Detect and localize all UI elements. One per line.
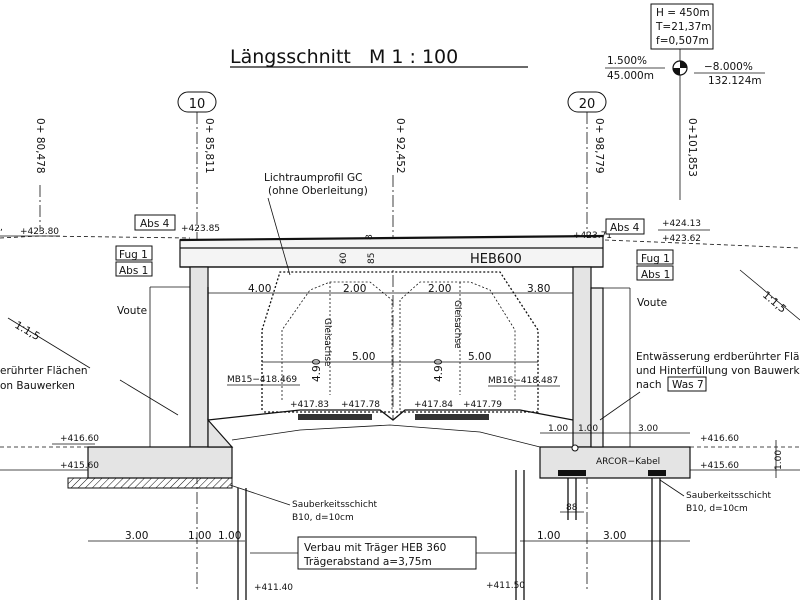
terrain-left [0,235,191,239]
label-voute-right: Voute [637,297,667,309]
track-bed [207,409,574,448]
clearance-profile [261,271,539,413]
label-mb16: MB16−418.487 [488,376,558,386]
level-423-62: +423.62 [662,234,701,244]
level-415-60-right: +415.60 [700,461,739,471]
dim-5-00-right: 5.00 [468,351,491,363]
station-left: 0+ 80,478 [34,118,46,174]
label-was7: Was 7 [672,379,704,391]
label-arcor: ARCOR−Kabel [596,457,660,467]
vertical-curve-box: H = 450m T=21,37m f=0,507m 1.500% 45.000… [605,3,765,200]
level-411-40: +411.40 [254,583,293,593]
gradient-left-pct: 1.500% [607,55,647,67]
axis-marker-10: 10 [177,91,217,590]
note-left-line1: erührter Flächen [0,365,88,377]
note-right-line1: Entwässerung erdberührter Flä [636,351,799,363]
label-slope-right: 1:1,5 [760,289,788,315]
level-416-60-right: +416.60 [700,434,739,444]
label-mb15: MB15−418.469 [227,375,297,385]
label-fug1-right: Fug 1 [641,253,670,265]
note-right-line3: nach [636,379,662,391]
svg-text:,: , [0,223,3,233]
dim-4-00: 4.00 [248,283,271,295]
dim-3-00-rt-top: 3.00 [638,424,658,434]
station-middle: 0+ 92,452 [394,118,406,174]
dim-5-00-left: 5.00 [352,351,375,363]
axis-marker-20: 20 [567,91,607,590]
label-gleisachse-left: Gleisachse [322,318,332,367]
dim-2-00-right: 2.00 [428,283,451,295]
label-abs1-left: Abs 1 [119,265,148,277]
dim-3-00-left: 3.00 [125,530,148,542]
label-abs4-right: Abs 4 [610,222,640,234]
label-verbau-line2: Trägerabstand a=3,75m [303,556,432,568]
label-slope-left: 1:1,5 [13,319,42,343]
curve-radius: H = 450m [656,7,710,19]
gradient-right-pct: −8.000% [704,61,753,73]
level-415-60-left: +415.60 [60,461,99,471]
dim-1-00-rt-b: 1.00 [578,424,598,434]
dim-2-00-left: 2.00 [343,283,366,295]
bridge-deck: HEB600 [179,234,604,268]
dim-3-80: 3.80 [527,283,550,295]
label-lichtraum-line2: (ohne Oberleitung) [268,185,368,197]
level-416-60-left: +416.60 [60,434,99,444]
dim-1-00-left-b: 1.00 [218,530,241,542]
level-417-78: +417.78 [341,400,380,410]
station-right: 0+101,853 [686,118,698,177]
dim-60: 60 [339,252,349,264]
label-sauber-right-2: B10, d=10cm [686,504,748,514]
terrain-right [604,239,800,249]
abutment-right [539,266,691,479]
station-axis-10: 0+ 85,811 [203,118,215,174]
label-sauber-left-2: B10, d=10cm [292,513,354,523]
level-417-79: +417.79 [463,400,502,410]
label-verbau-line1: Verbau mit Träger HEB 360 [304,542,446,554]
label-fug1-left: Fug 1 [119,249,148,261]
dim-3-00-right: 3.00 [603,530,626,542]
gradient-left-length: 45.000m [607,70,654,82]
drawing-title: Längsschnitt M 1 : 100 [230,46,458,68]
abutment-left [67,266,234,489]
note-left-line2: on Bauwerken [0,380,75,392]
level-423-71: +423.71 [573,231,612,241]
beam-heb600: HEB600 [470,252,522,267]
gradient-right-length: 132.124m [708,75,762,87]
level-424-13: +424.13 [662,219,701,229]
dim-88: 88 [566,503,578,513]
label-lichtraum-line1: Lichtraumprofil GC [264,172,362,184]
note-right-line2: und Hinterfüllung von Bauwerk [636,365,800,377]
level-423-80: +423.80 [20,227,59,237]
dim-1-00-left-a: 1.00 [188,530,211,542]
station-axis-20: 0+ 98,779 [593,118,605,174]
level-423-85: +423.85 [181,224,220,234]
label-sauber-left-1: Sauberkeitsschicht [292,500,378,510]
label-abs4-left: Abs 4 [140,218,170,230]
curve-offset: f=0,507m [656,35,709,47]
level-417-83: +417.83 [290,400,329,410]
dim-4-90-right: 4.90 [433,359,445,382]
label-abs1-right: Abs 1 [641,269,670,281]
dim-1-00-vertical: 1.00 [774,450,784,470]
level-411-50: +411.50 [486,581,525,591]
dim-85: 85 [367,253,377,264]
dim-1-00-rt-a: 1.00 [548,424,568,434]
svg-text:20: 20 [579,97,596,112]
dim-4-90-left: 4.90 [311,359,323,382]
curve-tangent: T=21,37m [655,21,712,33]
label-voute-left: Voute [117,305,147,317]
label-gleisachse-right: Gleisachse [452,300,462,349]
label-sauber-right-1: Sauberkeitsschicht [686,491,772,501]
dim-1-00-right: 1.00 [537,530,560,542]
level-417-84: +417.84 [414,400,453,410]
svg-text:10: 10 [189,97,206,112]
dim-8: 8 [365,234,375,240]
